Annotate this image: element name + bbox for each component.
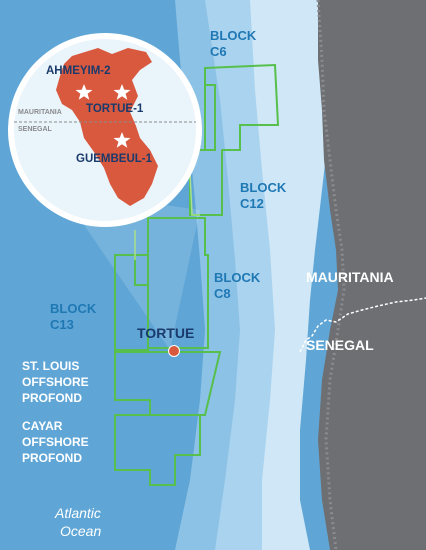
- field-outline: [56, 48, 158, 206]
- tortue-well-label: TORTUE-1: [86, 103, 144, 115]
- block-c6-label-line2: C6: [210, 44, 227, 59]
- block-c13-label-line1: BLOCK: [50, 301, 97, 316]
- land-mass: [318, 0, 426, 550]
- ocean-label-line2: Ocean: [60, 523, 101, 539]
- tortue-marker[interactable]: [168, 345, 180, 357]
- block-c8-label-line1: BLOCK: [214, 270, 261, 285]
- inset-country-labels: MAURITANIA SENEGAL: [18, 109, 62, 133]
- inset-mauritania-label: MAURITANIA: [18, 109, 62, 116]
- block-c13-label-line2: C13: [50, 317, 74, 332]
- block-c6-label-line1: BLOCK: [210, 28, 257, 43]
- cayar-outline: [114, 414, 201, 486]
- shallow-sea: [250, 0, 335, 550]
- st-louis-label-line2: OFFSHORE: [22, 375, 89, 389]
- inset-well-labels: AHMEYIM-2 TORTUE-1 GUEMBEUL-1: [46, 65, 153, 165]
- st-louis-label-line3: PROFOND: [22, 391, 82, 405]
- ahmeyim-star-icon[interactable]: [75, 84, 93, 100]
- cayar-label-line3: PROFOND: [22, 451, 82, 465]
- well-stars: [75, 84, 131, 148]
- block-c13-inner-outline: [134, 254, 149, 286]
- tortue-label: TORTUE: [137, 325, 194, 341]
- ahmeyim-label: AHMEYIM-2: [46, 65, 111, 77]
- ocean-label-line1: Atlantic: [54, 505, 101, 521]
- inset-cone: [60, 190, 200, 350]
- cayar-label-line2: OFFSHORE: [22, 435, 89, 449]
- tortue-star-icon[interactable]: [113, 84, 131, 100]
- st-louis-label-line1: ST. LOUIS: [22, 359, 79, 373]
- inset-senegal-label: SENEGAL: [18, 126, 53, 133]
- senegal-label: SENEGAL: [306, 337, 374, 353]
- guembeul-label: GUEMBEUL-1: [76, 153, 153, 165]
- block-c12-label-line2: C12: [240, 196, 264, 211]
- inset-circle: AHMEYIM-2 TORTUE-1 GUEMBEUL-1 MAURITANIA…: [8, 33, 202, 227]
- block-c12-label-line1: BLOCK: [240, 180, 287, 195]
- white-block-labels: ST. LOUIS OFFSHORE PROFOND CAYAR OFFSHOR…: [22, 359, 89, 465]
- block-labels: BLOCK C6 BLOCK C12 BLOCK C8 BLOCK C13: [50, 28, 287, 332]
- block-c8-label-line2: C8: [214, 286, 231, 301]
- cayar-label-line1: CAYAR: [22, 419, 63, 433]
- mauritania-label: MAURITANIA: [306, 269, 394, 285]
- coastline: [316, 0, 346, 550]
- block-c6-inner-outline: [204, 84, 216, 151]
- guembeul-star-icon[interactable]: [113, 132, 131, 148]
